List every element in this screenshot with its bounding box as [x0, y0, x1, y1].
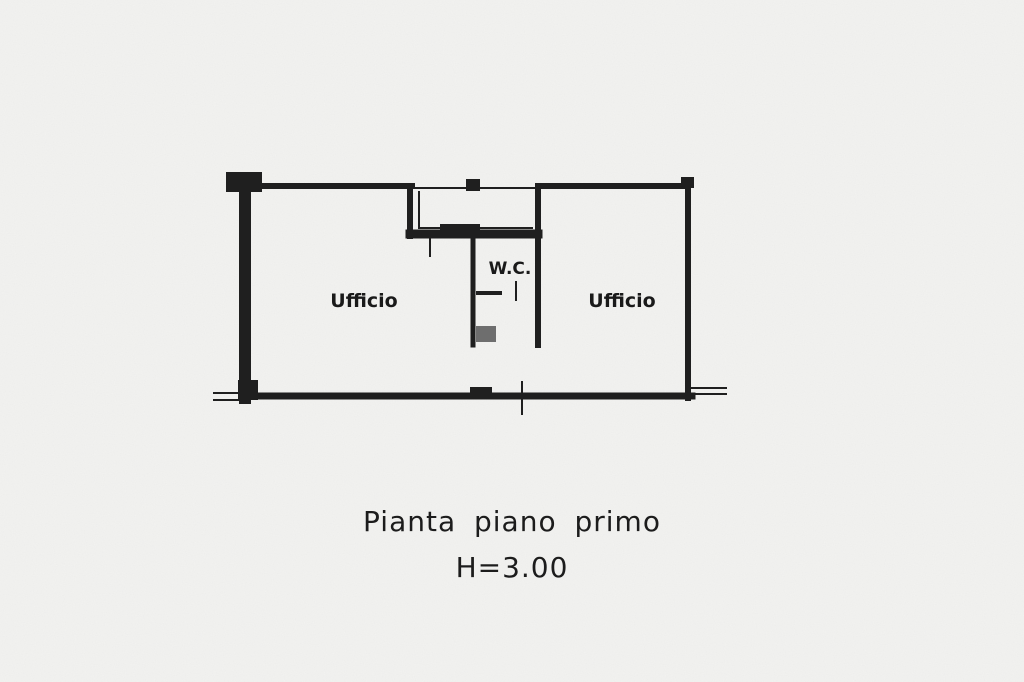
- pillar-top-left: [226, 172, 262, 192]
- niche-corner-block: [440, 224, 480, 236]
- pillar-top-centre: [466, 179, 480, 191]
- room-label-left: Ufficio: [330, 290, 397, 312]
- wc-fixture-block: [476, 326, 496, 342]
- room-label-right: Ufficio: [588, 290, 655, 312]
- wc-label: W.C.: [489, 259, 532, 279]
- pillar-bottom-centre: [470, 387, 492, 399]
- plan-title: Pianta piano primo: [363, 505, 661, 538]
- pillars: [226, 172, 694, 400]
- pillar-bottom-left: [238, 380, 258, 400]
- ceiling-height: H=3.00: [455, 551, 569, 584]
- pillar-top-right: [681, 177, 694, 188]
